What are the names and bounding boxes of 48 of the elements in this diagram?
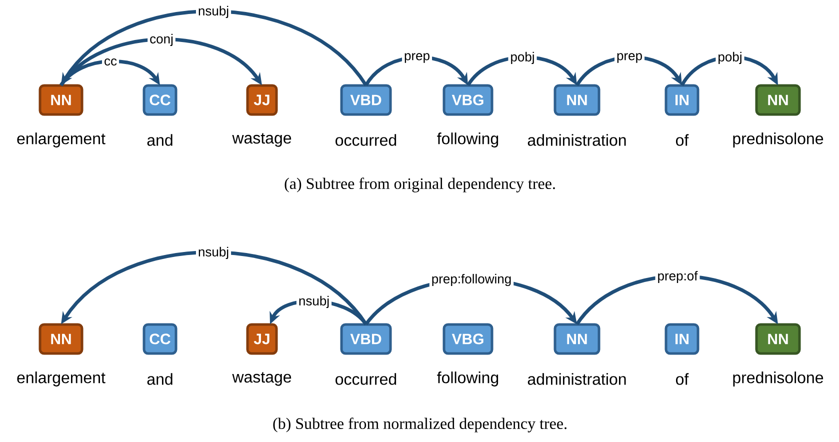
tag-box: NN <box>755 323 801 355</box>
caption: (a) Subtree from original dependency tree. <box>284 178 555 192</box>
edge-label: pobj <box>508 50 537 66</box>
word-label: enlargement <box>17 372 106 386</box>
word-label: occurred <box>336 373 396 385</box>
tag-box: NN <box>554 84 600 116</box>
word-label: wastage <box>232 372 292 386</box>
tag-box: IN <box>664 323 700 355</box>
tag-box: VBD <box>340 84 392 116</box>
tag-box: NN <box>755 84 801 116</box>
word-label: occurred <box>336 134 396 146</box>
arrow <box>60 60 160 86</box>
word-label: administration <box>528 373 626 385</box>
tag-box: IN <box>664 84 700 116</box>
tag-box: NN <box>554 323 600 355</box>
tag-box: VBG <box>442 323 494 355</box>
tag-box: JJ <box>246 323 278 355</box>
edge-label: prep <box>402 51 432 65</box>
tag-box: VBD <box>340 323 392 355</box>
tag-box: NN <box>38 84 84 116</box>
word-label: administration <box>528 134 626 146</box>
tag-box: VBG <box>442 84 494 116</box>
word-label: prednisolone <box>733 132 824 148</box>
word-label: of <box>676 134 689 146</box>
word-label: following <box>437 372 498 386</box>
word-label: enlargement <box>17 132 106 148</box>
edge-label: prep:of <box>655 268 700 286</box>
word-label: of <box>676 373 689 385</box>
caption: (b) Subtree from normalized dependency tree. <box>273 418 566 432</box>
edge-label: prep:following <box>429 272 514 288</box>
tag-box: NN <box>38 323 84 355</box>
word-label: and <box>147 373 172 385</box>
word-label: following <box>437 132 498 148</box>
edge-label: nsubj <box>196 4 232 20</box>
word-label: prednisolone <box>733 372 824 386</box>
edge-label: nsubj <box>196 244 232 262</box>
word-label: and <box>147 134 172 146</box>
edge-label: cc <box>102 56 119 68</box>
arrow <box>61 10 368 86</box>
word-label: wastage <box>232 133 292 147</box>
edge-label: nsubj <box>296 294 332 310</box>
arrow <box>61 250 368 326</box>
tag-box: JJ <box>246 84 278 116</box>
edge-label: prep <box>614 51 644 65</box>
tag-box: CC <box>142 84 178 116</box>
edge-label: conj <box>148 32 176 48</box>
tag-box: CC <box>142 323 178 355</box>
edge-label: pobj <box>716 50 744 66</box>
